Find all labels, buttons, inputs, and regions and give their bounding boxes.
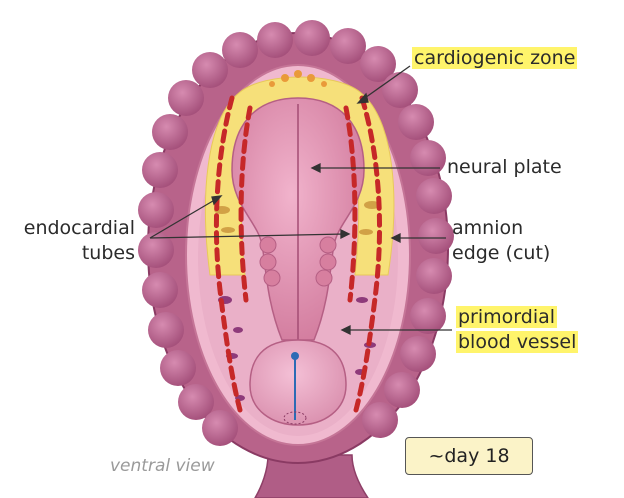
label-amnion-edge: amnion edge (cut) — [452, 216, 550, 266]
endocardial-text-line1: endocardial — [23, 217, 135, 239]
primordial-text-line2: blood vessel — [456, 331, 579, 353]
label-neural-plate: neural plate — [447, 155, 562, 180]
somites — [259, 236, 337, 287]
amnion-text-line1: amnion — [452, 217, 524, 239]
primitive-node-region — [249, 339, 347, 426]
label-cardiogenic-zone: cardiogenic zone — [412, 46, 578, 71]
neural-plate-text: neural plate — [447, 156, 562, 178]
label-leaders — [149, 65, 452, 336]
endocardial-tubes — [213, 95, 383, 413]
mesoderm-patches — [214, 201, 380, 235]
amnion-text-line2: edge (cut) — [452, 242, 551, 264]
label-endocardial-tubes: endocardial tubes — [2, 216, 135, 266]
pericardial-cells — [269, 70, 327, 87]
stage-badge: ~day 18 — [405, 437, 533, 475]
endocardial-text-line2: tubes — [81, 242, 135, 264]
yolk-sac-bubbles — [138, 20, 454, 446]
connecting-stalk — [254, 454, 369, 498]
view-caption: ventral view — [110, 456, 215, 476]
cloacal-membrane — [283, 411, 307, 425]
label-primordial-blood-vessel: primordial blood vessel — [456, 305, 579, 355]
primitive-node — [291, 352, 299, 360]
primordial-text-line1: primordial — [456, 306, 558, 328]
cardiogenic-zone-text: cardiogenic zone — [412, 47, 578, 69]
